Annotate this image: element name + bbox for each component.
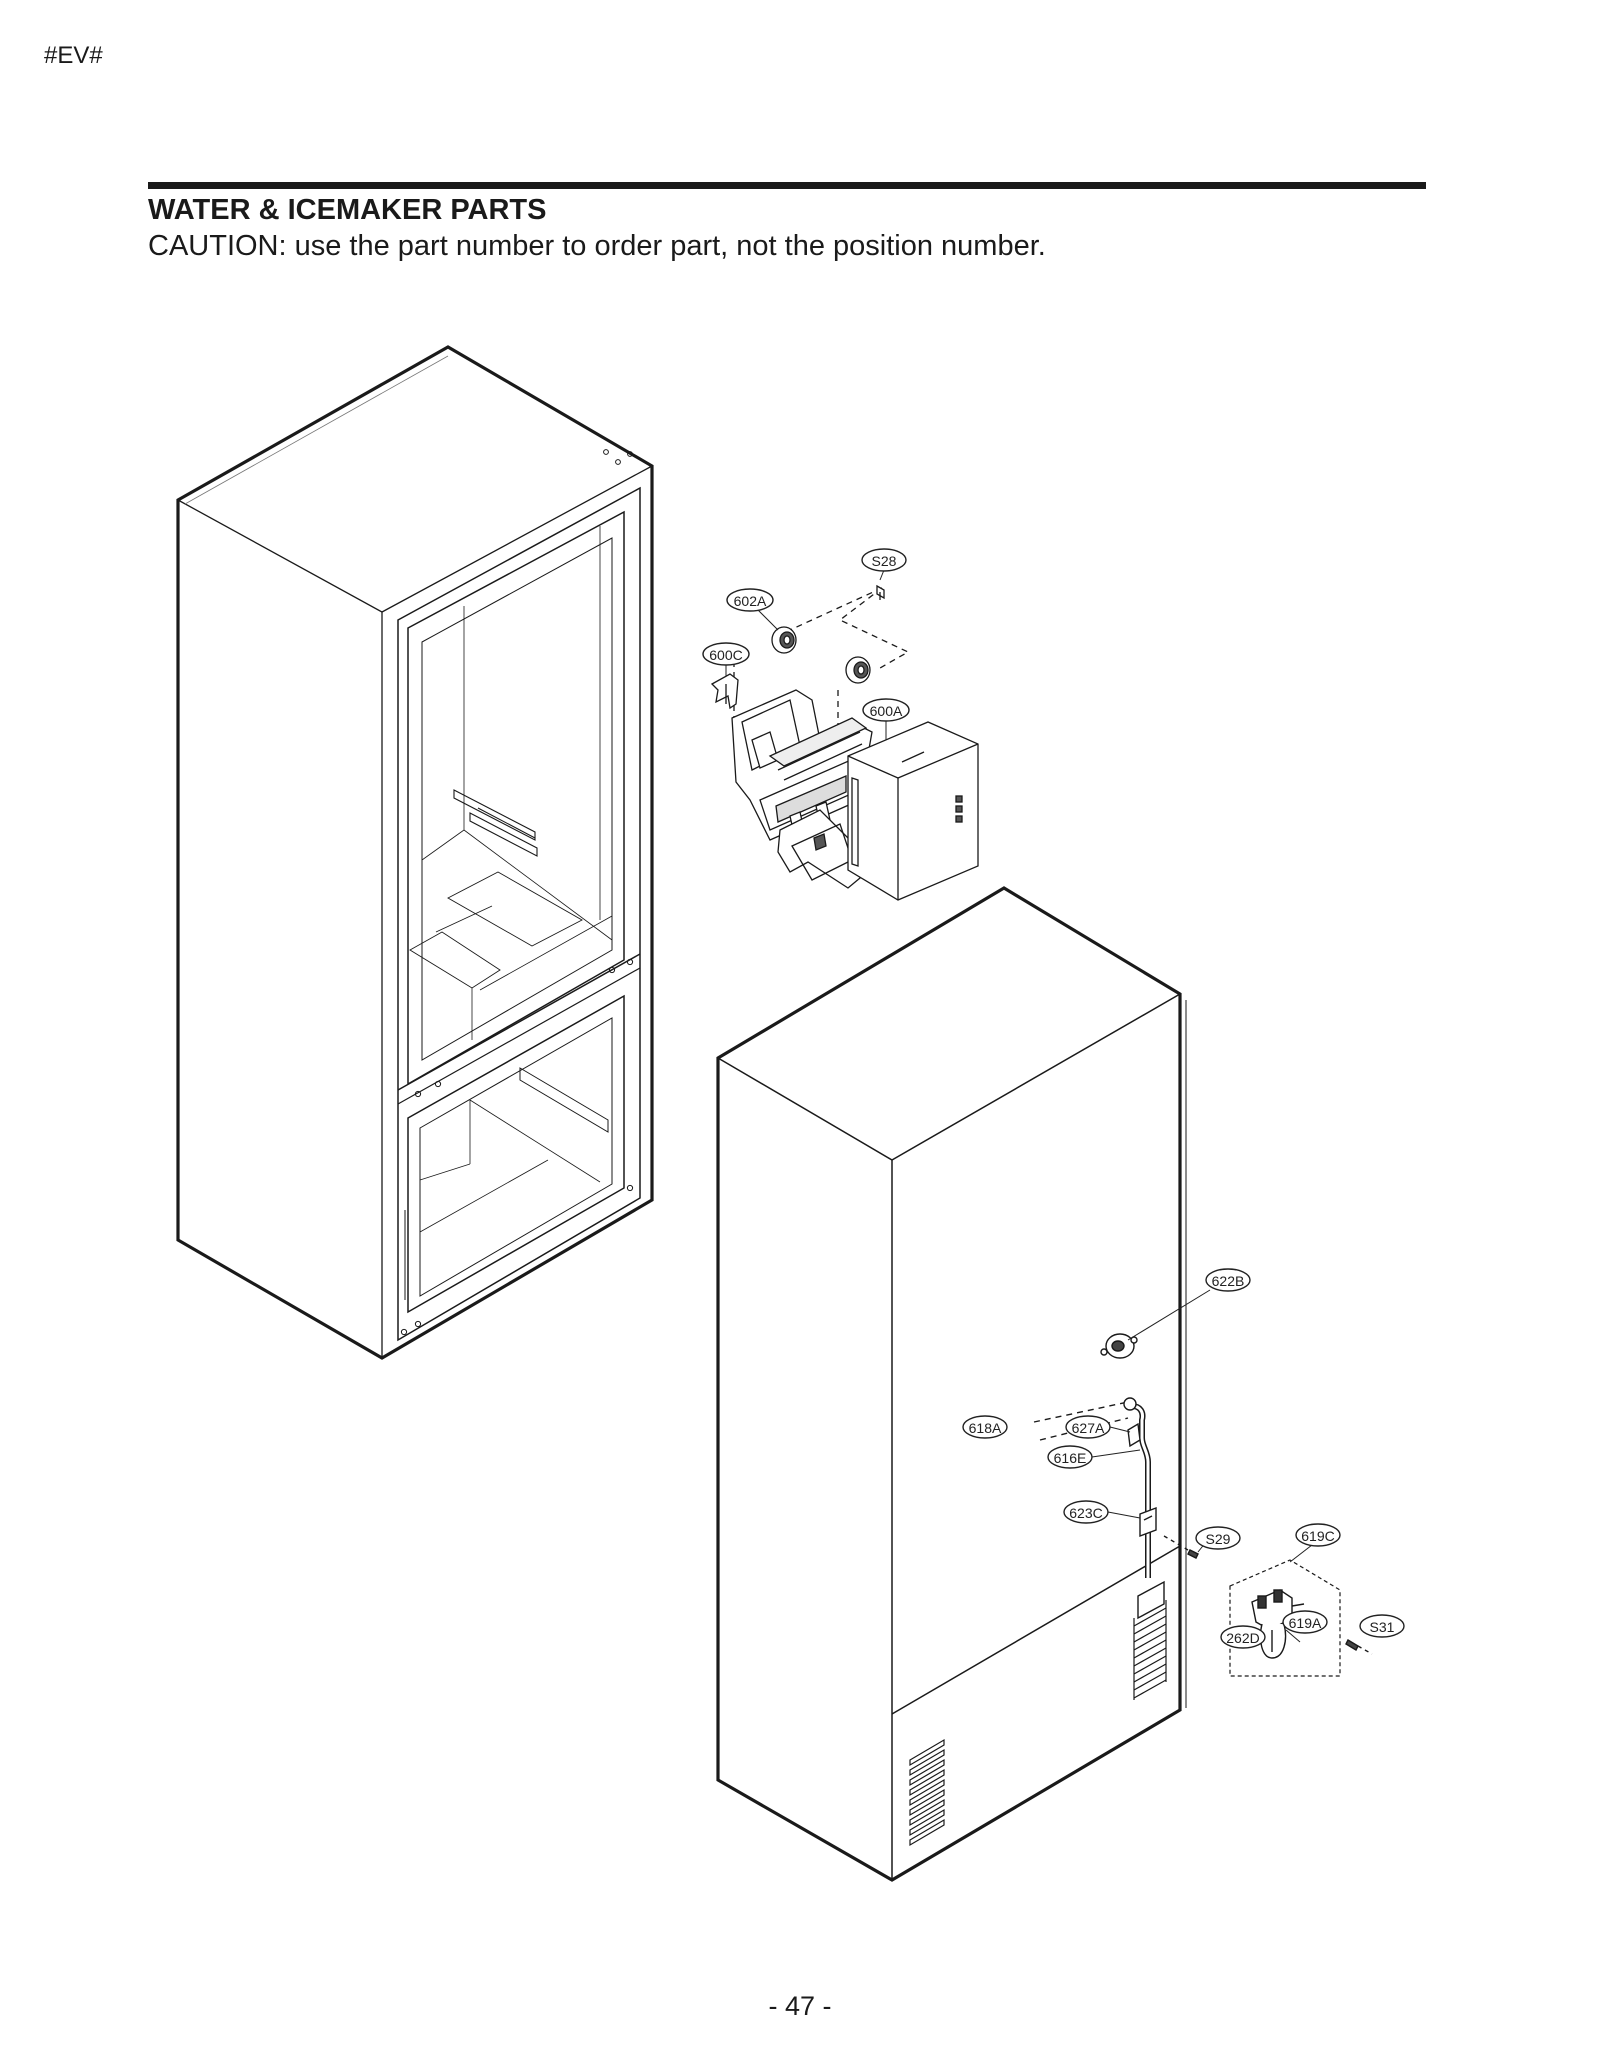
svg-text:619C: 619C — [1301, 1528, 1334, 1544]
section-title: WATER & ICEMAKER PARTS — [148, 194, 547, 226]
callout-622b: 622B — [1127, 1268, 1251, 1341]
grommet-622b-part — [1100, 1333, 1138, 1359]
icemaker-assembly — [710, 584, 979, 901]
callout-623c: 623C — [1063, 1500, 1141, 1524]
svg-text:622B: 622B — [1212, 1273, 1245, 1289]
refrigerator-cabinet-front — [176, 345, 654, 1360]
callout-618a: 618A — [962, 1415, 1008, 1439]
grommet-602a-part — [771, 626, 871, 684]
document-code: #EV# — [44, 42, 103, 69]
callout-627a: 627A — [1065, 1415, 1131, 1439]
callout-s28: S28 — [861, 548, 907, 581]
svg-text:S29: S29 — [1206, 1531, 1231, 1547]
svg-text:616E: 616E — [1054, 1450, 1087, 1466]
title-rule — [148, 182, 1426, 189]
callout-s29: S29 — [1195, 1526, 1241, 1553]
refrigerator-cabinet-rear — [716, 886, 1187, 1882]
callout-616e: 616E — [1047, 1445, 1141, 1469]
svg-text:S31: S31 — [1370, 1619, 1395, 1635]
svg-text:600C: 600C — [709, 647, 742, 663]
svg-text:S28: S28 — [872, 553, 897, 569]
svg-text:618A: 618A — [969, 1420, 1002, 1436]
water-line-parts — [1033, 1333, 1373, 1677]
water-valve-619a-part — [1251, 1589, 1305, 1659]
callout-600a: 600A — [862, 698, 910, 740]
callout-602a: 602A — [726, 588, 779, 631]
callout-s31: S31 — [1359, 1614, 1405, 1638]
svg-text:262D: 262D — [1226, 1630, 1259, 1646]
svg-text:602A: 602A — [734, 593, 767, 609]
callout-600c: 600C — [702, 642, 750, 676]
screw-s28-part — [876, 584, 885, 600]
svg-text:623C: 623C — [1069, 1505, 1102, 1521]
svg-text:600A: 600A — [870, 703, 903, 719]
callout-619c: 619C — [1289, 1523, 1341, 1563]
svg-text:619A: 619A — [1289, 1615, 1322, 1631]
page-number: - 47 - — [768, 1991, 832, 2021]
callout-262d: 262D — [1220, 1625, 1266, 1649]
caution-note: CAUTION: use the part number to order pa… — [148, 230, 1046, 262]
svg-text:627A: 627A — [1072, 1420, 1105, 1436]
callout-619a: 619A — [1282, 1610, 1328, 1643]
